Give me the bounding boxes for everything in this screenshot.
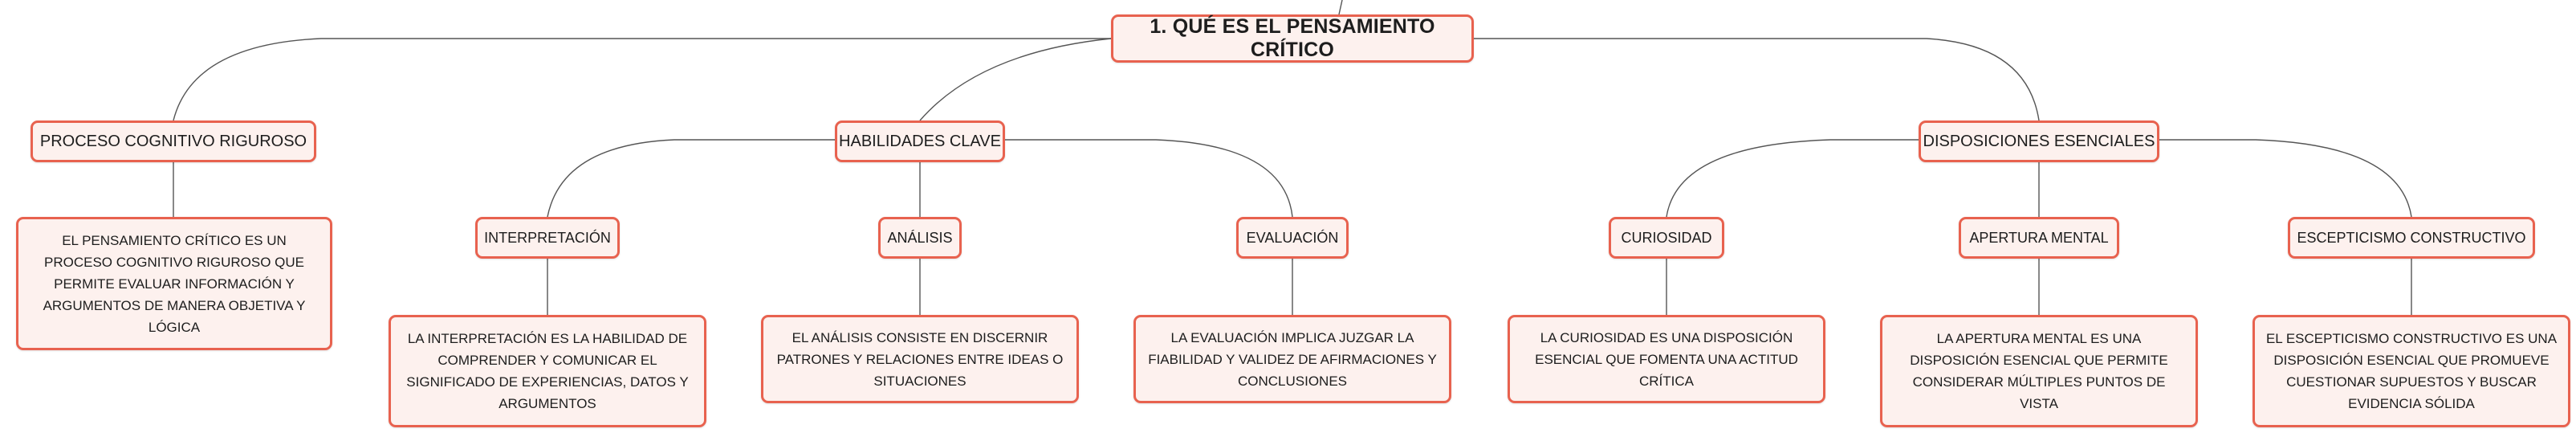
node-escepticismo-desc-text: EL ESCEPTICISMO CONSTRUCTIVO ES UNA DISP… [2265,331,2558,411]
connector-root-habilidades [919,38,1112,121]
connector-disposiciones-curiosidad [1666,139,1919,218]
node-proceso-desc-text: EL PENSAMIENTO CRÍTICO ES UN PROCESO COG… [43,232,306,335]
node-analisis[interactable]: ANÁLISIS [878,217,962,259]
node-escepticismo-constructivo[interactable]: ESCEPTICISMO CONSTRUCTIVO [2288,217,2535,259]
node-analisis-desc-text: EL ANÁLISIS CONSISTE EN DISCERNIR PATRON… [776,329,1064,389]
connector-root-parent [1338,0,1343,15]
node-proceso-desc[interactable]: EL PENSAMIENTO CRÍTICO ES UN PROCESO COG… [16,217,332,350]
node-interpretacion-desc[interactable]: LA INTERPRETACIÓN ES LA HABILIDAD DE COM… [389,315,706,427]
connector-root-proceso [173,38,1111,121]
node-apertura-mental-desc-text: LA APERTURA MENTAL ES UNA DISPOSICIÓN ES… [1910,331,2168,411]
node-disposiciones-esenciales[interactable]: DISPOSICIONES ESENCIALES [1919,120,2159,162]
node-evaluacion[interactable]: EVALUACIÓN [1236,217,1349,259]
connector-habilidades-evaluacion [1003,139,1293,218]
node-proceso-cognitivo-label: PROCESO COGNITIVO RIGUROSO [39,132,307,150]
node-analisis-desc[interactable]: EL ANÁLISIS CONSISTE EN DISCERNIR PATRON… [761,315,1079,403]
node-evaluacion-desc-text: LA EVALUACIÓN IMPLICA JUZGAR LA FIABILID… [1148,329,1437,389]
node-curiosidad-label: CURIOSIDAD [1621,229,1712,246]
node-escepticismo-desc[interactable]: EL ESCEPTICISMO CONSTRUCTIVO ES UNA DISP… [2252,315,2570,427]
node-proceso-cognitivo[interactable]: PROCESO COGNITIVO RIGUROSO [31,120,316,162]
node-curiosidad-desc[interactable]: LA CURIOSIDAD ES UNA DISPOSICIÓN ESENCIA… [1508,315,1825,403]
connector-disposiciones-escepticismo [2159,139,2412,218]
node-interpretacion-label: INTERPRETACIÓN [484,229,611,246]
node-apertura-mental[interactable]: APERTURA MENTAL [1959,217,2119,259]
connector-root-disposiciones [1474,38,2040,121]
node-curiosidad[interactable]: CURIOSIDAD [1609,217,1724,259]
node-habilidades-clave[interactable]: HABILIDADES CLAVE [835,120,1005,162]
node-apertura-mental-label: APERTURA MENTAL [1969,229,2109,246]
node-interpretacion-desc-text: LA INTERPRETACIÓN ES LA HABILIDAD DE COM… [406,331,689,411]
node-evaluacion-label: EVALUACIÓN [1246,229,1339,246]
node-escepticismo-constructivo-label: ESCEPTICISMO CONSTRUCTIVO [2297,229,2526,246]
node-analisis-label: ANÁLISIS [887,229,953,246]
node-disposiciones-esenciales-label: DISPOSICIONES ESENCIALES [1923,132,2155,150]
connector-habilidades-interpretacion [547,139,835,218]
root-node[interactable]: 1. QUÉ ES EL PENSAMIENTO CRÍTICO [1111,14,1474,63]
node-evaluacion-desc[interactable]: LA EVALUACIÓN IMPLICA JUZGAR LA FIABILID… [1133,315,1451,403]
node-interpretacion[interactable]: INTERPRETACIÓN [475,217,620,259]
node-curiosidad-desc-text: LA CURIOSIDAD ES UNA DISPOSICIÓN ESENCIA… [1535,329,1798,389]
node-habilidades-clave-label: HABILIDADES CLAVE [839,132,1001,150]
node-apertura-mental-desc[interactable]: LA APERTURA MENTAL ES UNA DISPOSICIÓN ES… [1880,315,2198,427]
root-node-label: 1. QUÉ ES EL PENSAMIENTO CRÍTICO [1150,15,1435,61]
